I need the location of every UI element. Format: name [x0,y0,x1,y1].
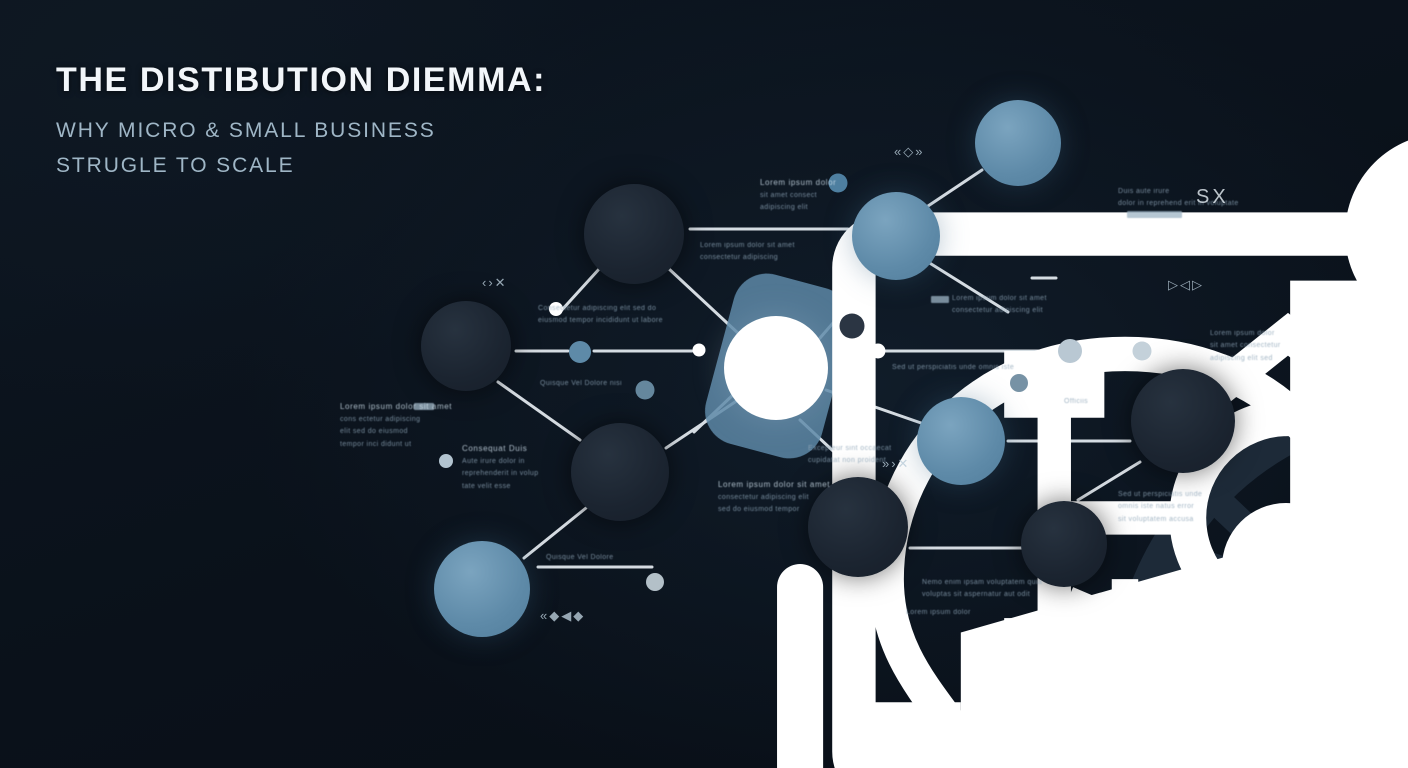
blurb-line: cons ectetur adipiscing [340,416,421,423]
node-presenter[interactable] [975,100,1408,768]
blurb-line: consectetur adipiscing elit [952,307,1043,315]
blurb-line: Sed ut perspiciatis unde omnis iste [892,364,1015,371]
page-subtitle: WHY MICRO & SMALL BUSINESS STRUGLE TO SC… [56,113,696,184]
node-team[interactable] [1131,369,1235,473]
blurb-left-block: Lorem ipsum dolor sit amet cons ectetur … [340,400,452,451]
blurb-line: Consectetur adipiscing elit sed do [538,305,657,312]
blurb-hub-right: Sed ut perspiciatis unde omnis iste [892,362,1014,374]
blurb-line: adipiscing elit sed [1210,354,1273,362]
node-monitor[interactable] [584,184,1408,768]
blurb-line: Lorem ipsum dolor [906,609,971,616]
node-money-search[interactable] [1021,501,1408,768]
glyph-doc-right: ▷◁▷ [1168,277,1204,292]
blurb-top-right: Duis aute irure dolor in reprehend erit … [1118,186,1239,211]
blurb-line: Quisque Vel Dolore nisi [540,380,622,387]
node-dot [839,313,865,339]
blurb-line: Consequat Duis [462,444,528,453]
node-dot [549,302,563,316]
node-lightbulb[interactable] [421,301,1381,768]
blurb-line: Officiis [1064,398,1089,405]
page-title: THE DISTIBUTION DIEMMA: [56,61,547,99]
blurb-line: tempor inci didunt ut [340,440,412,448]
blurb-bulb-right: Consectetur adipiscing elit sed do eiusm… [538,303,663,328]
blurb-line: cupidatat non proident [808,457,887,465]
blurb-line: Lorem ipsum dolor sit amet [340,402,453,411]
connector-money-team [1076,460,1142,502]
blurb-line: reprehenderit in volup [462,470,539,478]
blurb-line: Quisque Vel Dolore [546,554,614,561]
blurb-line: Aute irure dolor in [462,458,525,465]
blurb-line: sit voluptatem accusa [1118,515,1194,523]
glyph-bulb-top: ‹›✕ [482,275,508,290]
node-dot [1010,374,1028,392]
blurb-line: Excepteur sint occaecat [808,445,892,452]
blurb-line: sit amet consect [760,192,817,199]
node-growth-chart[interactable] [808,477,1371,768]
glyph-bottom-left: «◆◀◆ [540,608,586,623]
blurb-line: Lorem ipsum dolor sit amet [700,242,795,249]
blurb-line: tate velit esse [462,482,511,490]
connector-docshare-presenter [926,168,984,208]
blurb-line: voluptas sit aspernatur aut odit [922,591,1031,599]
blurb-line: Lorem ipsum dolor sit amet [718,480,831,489]
subtitle-line-1: WHY MICRO & SMALL BUSINESS [56,118,436,142]
connector-monitor-dot [558,266,602,314]
blurb-hub-small: Officiis [1064,396,1088,408]
node-bar-chart[interactable] [434,541,1408,768]
blurb-line: Lorem ipsum dolor [760,178,837,187]
connector-bulb-megaphone [496,380,582,442]
blurb-chart-caption: Quisque Vel Dolore [546,552,614,564]
blurb-line: dolor in reprehend erit in voluptate [1118,200,1239,208]
node-dot [692,343,706,357]
blurb-line: consectetur adipiscing [700,254,779,262]
blurb-top-center: Lorem ipsum dolor sit amet consect adipi… [760,176,836,215]
glyph-sx-label: SX [1196,186,1229,208]
blurb-line: sit amet consectetur [1210,342,1281,350]
node-dot [439,454,453,468]
blurb-team-below: Sed ut perspiciatis unde omnis iste natu… [1118,489,1202,526]
accent-bar [931,296,949,303]
blurb-line: eiusmod tempor incididunt ut labore [538,317,663,325]
check-icon [1222,503,1408,768]
blurb-line: Sed ut perspiciatis unde [1118,491,1203,498]
blurb-bulb-caption: Quisque Vel Dolore nisi [540,378,622,390]
node-dot [646,573,664,591]
blurb-line: adipiscing elit [760,204,809,212]
connector-docshare-right [926,260,1010,314]
blurb-line: sed do eiusmod tempor [718,506,800,514]
node-dot [569,341,591,363]
connector-megaphone-barchart [522,506,588,560]
blurb-bottom-mid: Nemo enim ipsam voluptatem quia voluptas… [922,577,1042,602]
blurb-line: consectetur adipiscing elit [718,494,809,501]
blurb-line: Lorem ipsum dolor sit amet [952,295,1047,302]
blurb-monitor-right: Lorem ipsum dolor sit amet consectetur a… [700,240,795,265]
blurb-right-upper: Lorem ipsum dolor sit amet consectetur a… [1210,328,1281,365]
blurb-mega-right: Lorem ipsum dolor sit amet consectetur a… [718,478,830,517]
node-dot [1058,339,1082,363]
headline-block: THE DISTIBUTION DIEMMA: WHY MICRO & SMAL… [56,62,696,184]
blurb-line: elit sed do eiusmod [340,428,408,436]
glyph-mid-right: »›✕ [882,456,911,471]
accent-bar [1127,211,1182,218]
blurb-line: omnis iste natus error [1118,503,1195,511]
glyph-top-center: «◇» [894,144,925,159]
blurb-left-mid: Consequat Duis Aute irure dolor in repre… [462,442,539,493]
node-dot [635,380,655,400]
blurb-bottom-people: Lorem ipsum dolor [906,607,971,619]
blurb-hub-below: Excepteur sint occaecat cupidatat non pr… [808,443,892,468]
accent-bar [414,403,434,410]
node-dot [870,343,886,359]
subtitle-line-2: STRUGLE TO SCALE [56,154,295,178]
node-dot [1132,341,1152,361]
blurb-docshare-right: Lorem ipsum dolor sit amet consectetur a… [952,293,1047,318]
node-megaphone[interactable] [571,423,1408,768]
blurb-line: Lorem ipsum dolor [1210,330,1275,337]
blurb-line: Duis aute irure [1118,188,1170,195]
blurb-line: Nemo enim ipsam voluptatem quia [922,579,1043,586]
node-dot [828,173,848,193]
